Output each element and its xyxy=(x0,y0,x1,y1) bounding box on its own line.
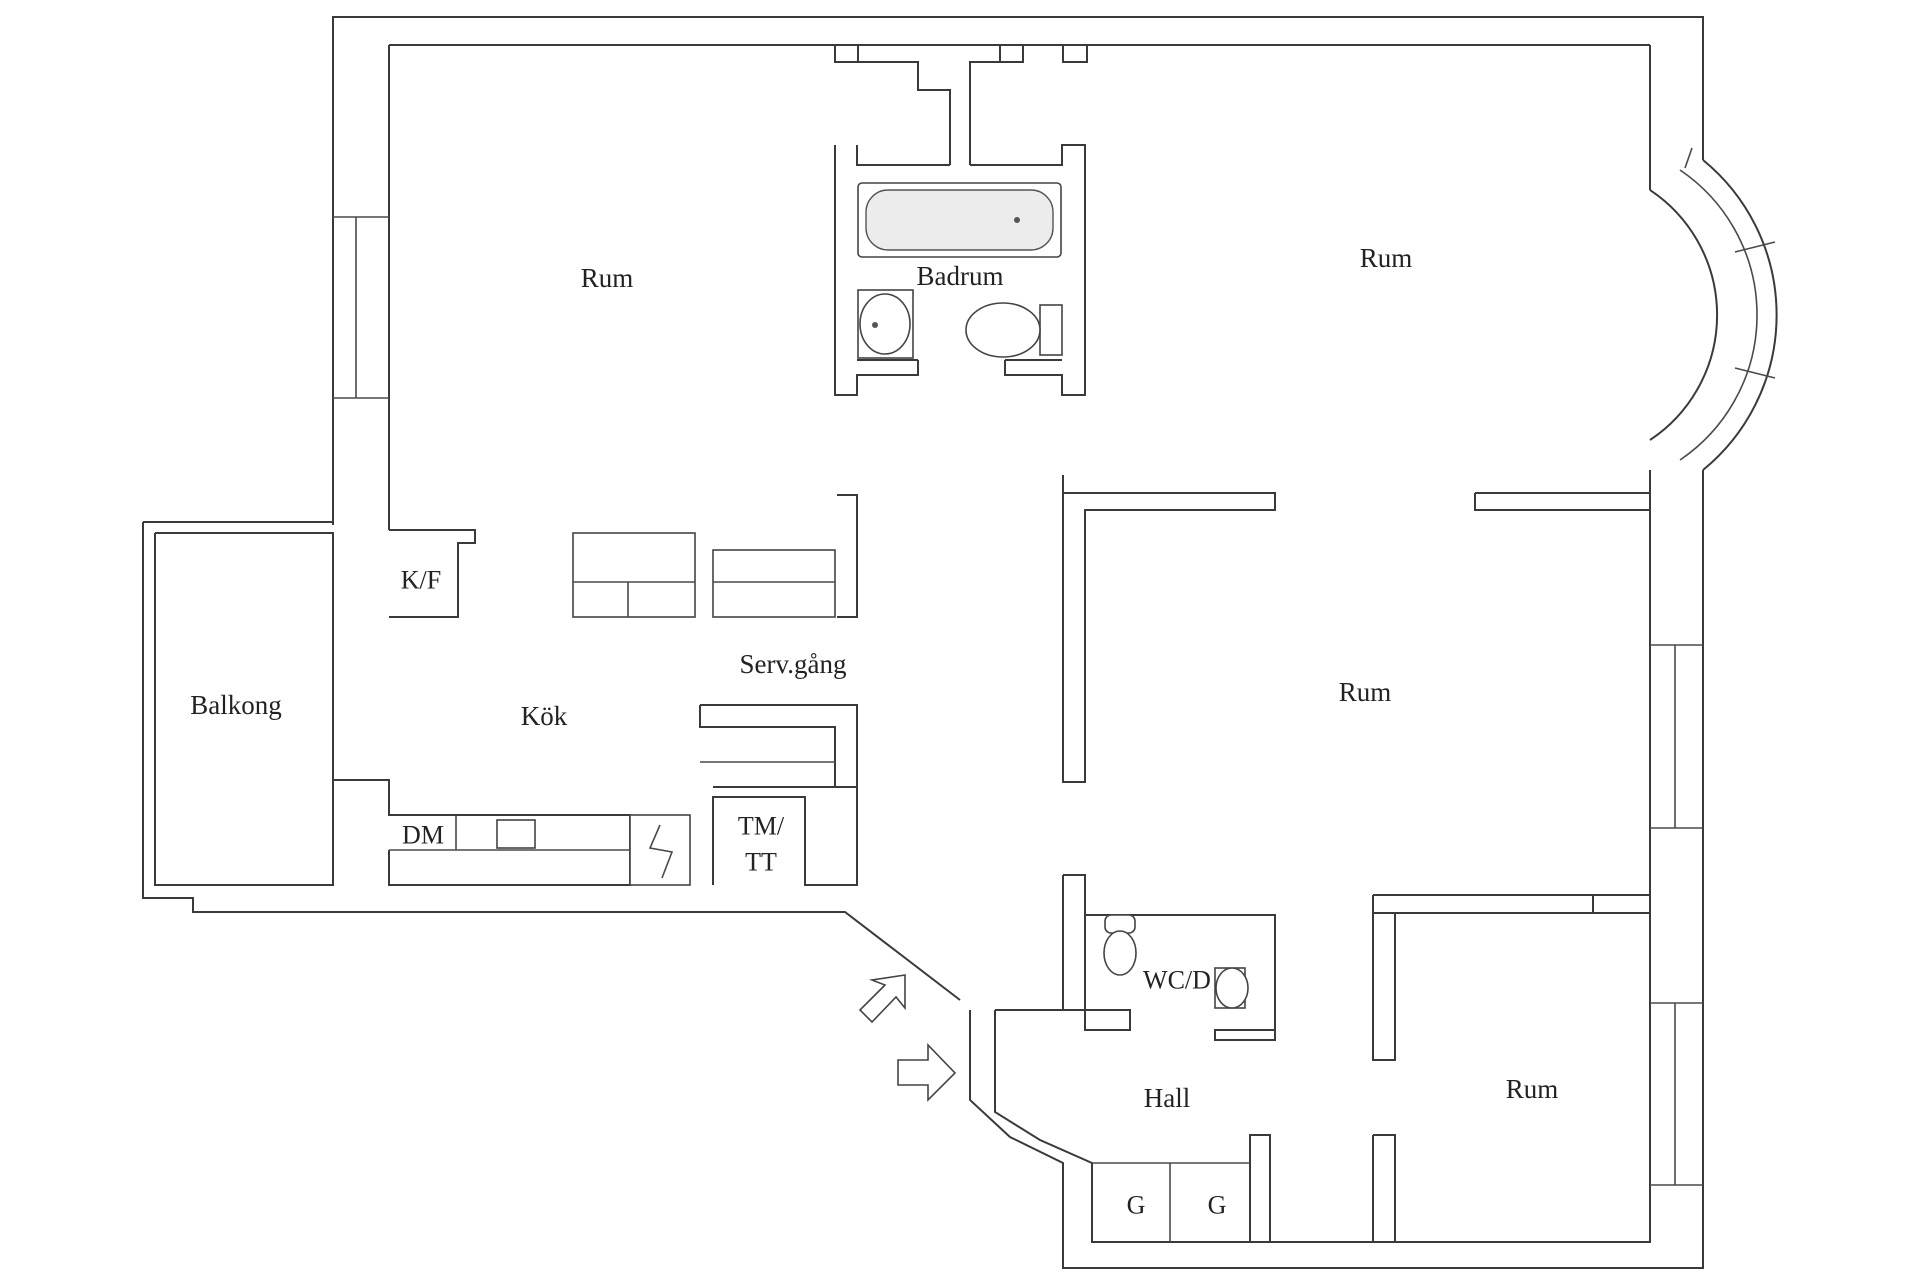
wc-sink-icon xyxy=(1214,967,1249,1009)
room-label-g-left: G xyxy=(1126,1190,1146,1220)
left-window xyxy=(333,216,389,399)
arrow-right-icon xyxy=(897,1043,957,1102)
room-label-kf: K/F xyxy=(400,565,442,595)
room-label-hall: Hall xyxy=(1143,1082,1191,1113)
room-label-tm: TM/ xyxy=(737,811,785,841)
room-label-balkong: Balkong xyxy=(190,689,282,720)
outer-walls xyxy=(142,16,1704,1269)
room-label-wcd: WC/D xyxy=(1143,965,1211,995)
toilet-icon xyxy=(965,302,1063,358)
room-label-tt: TT xyxy=(745,847,777,877)
arrow-diagonal-icon xyxy=(858,974,906,1024)
room-label-rum-top-left: Rum xyxy=(580,262,634,293)
room-label-dm: DM xyxy=(402,820,444,850)
room-label-rum-top-right: Rum xyxy=(1359,242,1413,273)
bathtub-icon xyxy=(857,182,1062,258)
room-label-g-right: G xyxy=(1207,1190,1227,1220)
wc-toilet-icon xyxy=(1103,914,1137,976)
room-label-rum-bottom-right: Rum xyxy=(1505,1073,1559,1104)
room-label-kok: Kök xyxy=(520,700,568,731)
room-label-servgang: Serv.gång xyxy=(739,648,847,679)
sink-icon xyxy=(857,289,914,359)
bay-window xyxy=(1649,147,1778,471)
room-label-badrum: Badrum xyxy=(916,260,1004,291)
interior-walls xyxy=(333,45,1650,1243)
right-windows xyxy=(1650,644,1703,1186)
room-label-rum-middle: Rum xyxy=(1338,676,1392,707)
